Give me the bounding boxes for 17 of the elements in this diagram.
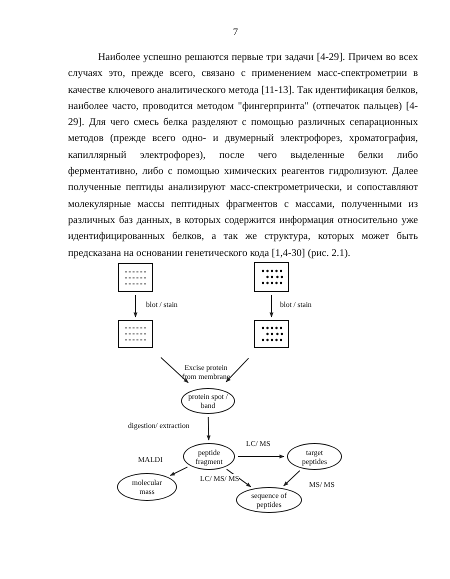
- body-paragraph: Наиболее успешно решаются первые три задачи [4-29]. Причем во всех случаях это, прежде всего, связано с применением масс-спектрометрии в качестве ключевого аналитического метода [11-13]. Так идентификация белков, наиболее часто, проводится методом "фингерпринта" (отпечаток пальцев) [4-29]. Для чего смесь белка разделяют с помощью различных сепарационных методов (прежде всего одно- и двумерный электрофорез, хроматография, капиллярный электрофорез), после чего выделенные белки либо ферментативно, либо с помощью химических реагентов гидролизуют. Далее полученные пептиды анализируют масс-спектрометрически, и сопоставляют молекулярные массы пептидных фрагментов с массами, полученными из различных баз данных, в которых содержится информация относительно уже идентифицированных белков, а так же структура, которых может быть предсказана на основании генетического кода [1,4-30] (рис. 2.1).: [68, 51, 418, 261]
- membrane-panel: [254, 262, 289, 292]
- membrane-panel: [118, 263, 153, 292]
- arrow: [170, 466, 188, 476]
- arrow: [283, 470, 300, 486]
- arrow: [134, 294, 138, 318]
- ellipse-node: [117, 473, 177, 501]
- arrow: [238, 454, 284, 458]
- arrow: [226, 358, 250, 382]
- ellipse-node: [183, 443, 235, 470]
- ellipse-node: [181, 388, 235, 414]
- arrow: [160, 357, 189, 384]
- page-number: 7: [233, 27, 238, 38]
- membrane-panel: [118, 320, 153, 348]
- arrow: [206, 416, 211, 440]
- membrane-panel: [254, 320, 289, 348]
- arrow: [270, 294, 274, 318]
